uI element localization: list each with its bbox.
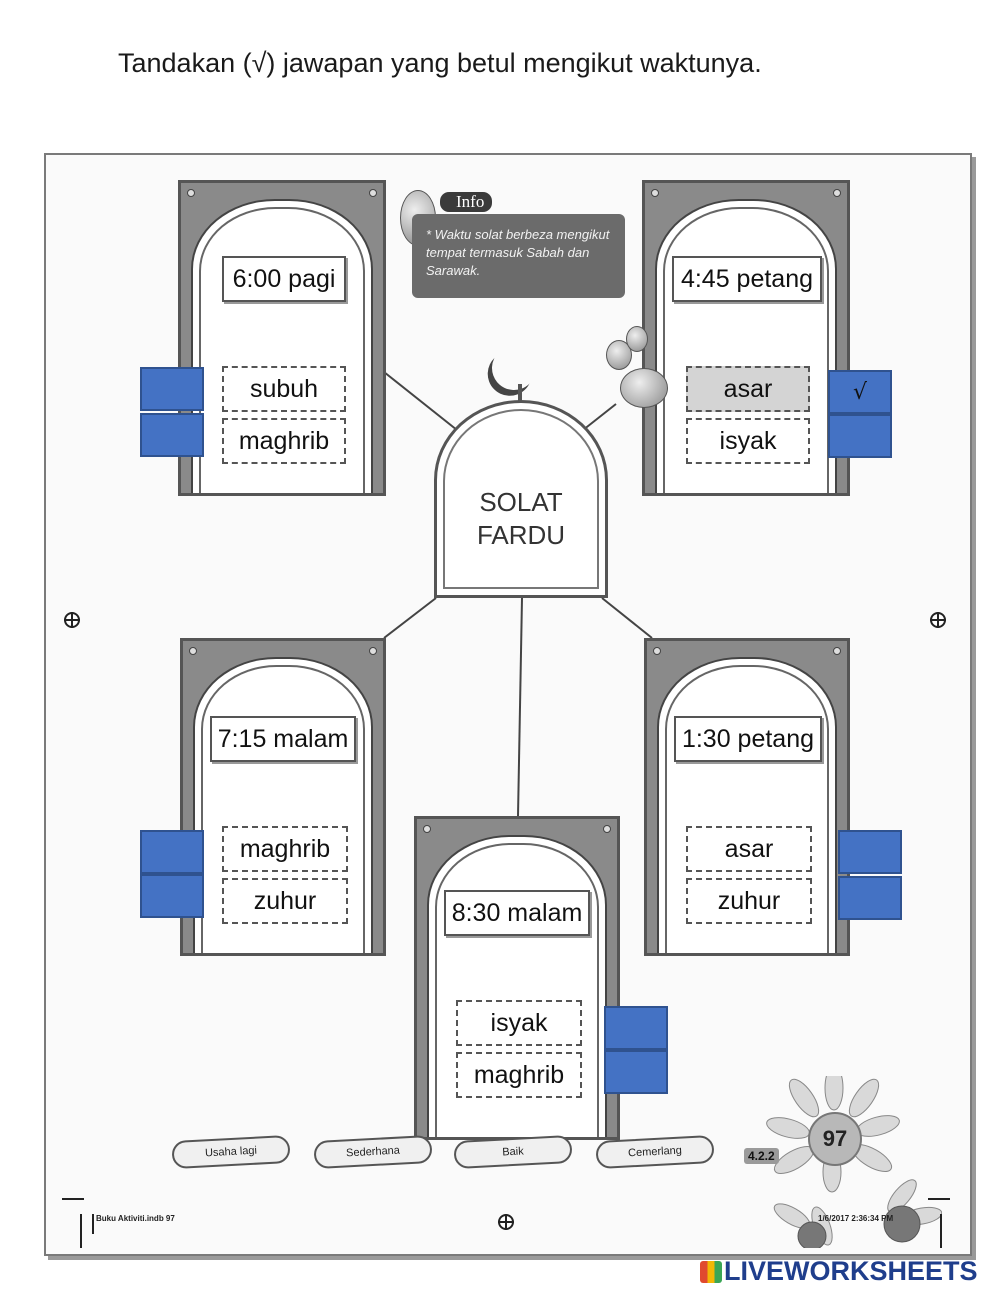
center-title-line2: FARDU — [476, 520, 566, 550]
registration-mark-icon — [64, 612, 80, 628]
center-title-line1: SOLAT — [479, 487, 563, 517]
option-4-a: isyak — [456, 1000, 582, 1046]
option-3-a: maghrib — [222, 826, 348, 872]
center-title: SOLAT FARDU — [434, 486, 608, 552]
time-label-5: 1:30 petang — [674, 716, 822, 762]
skill-code: 4.2.2 — [744, 1148, 779, 1164]
answer-box-2-b[interactable] — [828, 414, 892, 458]
page-number: 97 — [808, 1112, 862, 1166]
answer-box-3-b[interactable] — [140, 874, 204, 918]
instruction-text: Tandakan (√) jawapan yang betul mengikut… — [118, 48, 762, 78]
option-5-a: asar — [686, 826, 812, 872]
answer-box-4-a[interactable] — [604, 1006, 668, 1050]
registration-mark-icon — [930, 612, 946, 628]
mascot-icon — [620, 368, 668, 408]
answer-box-2-a[interactable]: √ — [828, 370, 892, 414]
brand-logo-icon — [700, 1261, 722, 1283]
dome-finial — [518, 384, 522, 404]
option-4-b: maghrib — [456, 1052, 582, 1098]
crop-mark — [92, 1214, 94, 1234]
footer-timestamp: 1/6/2017 2:36:34 PM — [818, 1214, 894, 1223]
answer-box-1-a[interactable] — [140, 367, 204, 411]
time-label-3: 7:15 malam — [210, 716, 356, 762]
info-label: Info — [440, 192, 493, 212]
option-5-b: zuhur — [686, 878, 812, 924]
answer-box-5-b[interactable] — [838, 876, 902, 920]
time-label-4: 8:30 malam — [444, 890, 590, 936]
info-text: * Waktu solat berbeza mengikut tempat te… — [426, 227, 610, 278]
crop-mark — [80, 1214, 82, 1248]
prayer-panel-5 — [644, 638, 850, 956]
balloon-icon — [626, 326, 648, 352]
brand-logo: LIVEWORKSHEETS — [700, 1256, 978, 1287]
info-note: * Waktu solat berbeza mengikut tempat te… — [412, 214, 625, 298]
crop-mark — [928, 1198, 950, 1200]
time-label-1: 6:00 pagi — [222, 256, 346, 302]
option-1-a: subuh — [222, 366, 346, 412]
option-3-b: zuhur — [222, 878, 348, 924]
time-label-2: 4:45 petang — [672, 256, 822, 302]
crop-mark — [940, 1214, 942, 1248]
answer-box-4-b[interactable] — [604, 1050, 668, 1094]
option-1-b: maghrib — [222, 418, 346, 464]
center-mosque — [434, 400, 608, 598]
registration-mark-icon — [498, 1214, 514, 1230]
option-2-b: isyak — [686, 418, 810, 464]
footer-file-info: Buku Aktiviti.indb 97 — [96, 1214, 175, 1223]
crop-mark — [62, 1198, 84, 1200]
sunflower-icon — [766, 1076, 942, 1248]
brand-text: LIVEWORKSHEETS — [724, 1256, 978, 1286]
answer-box-3-a[interactable] — [140, 830, 204, 874]
answer-box-5-a[interactable] — [838, 830, 902, 874]
option-2-a: asar — [686, 366, 810, 412]
answer-box-1-b[interactable] — [140, 413, 204, 457]
